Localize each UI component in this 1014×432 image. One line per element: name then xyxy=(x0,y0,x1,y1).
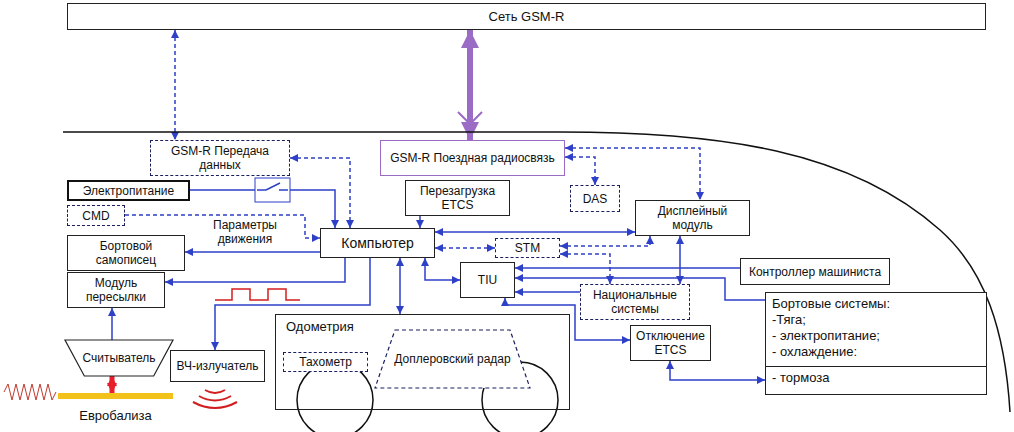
node-title: Тахометр xyxy=(299,355,352,369)
balise-bar xyxy=(58,393,173,399)
das-box: DAS xyxy=(570,185,620,212)
connector-arrow xyxy=(670,361,765,380)
data-radio-box: GSM-R Передача данных xyxy=(150,140,290,176)
connector-arrow xyxy=(174,30,176,140)
node-title: Модуль пересылки xyxy=(73,276,159,304)
recorder-box: Бортовой самописец xyxy=(67,235,185,271)
voice-radio-box: GSM-R Поездная радиосвязь xyxy=(380,140,565,176)
node-title: Бортовой самописец xyxy=(73,239,179,267)
emitter-box: ВЧ-излучатель xyxy=(170,350,265,382)
trapezoid-outline xyxy=(65,340,173,376)
reader-shape: Считыватель xyxy=(65,340,173,376)
connector-arrow xyxy=(565,157,595,185)
connector-arrow xyxy=(165,258,345,282)
node-title: GSM-R Передача данных xyxy=(156,144,284,172)
node-title: Перезагрузка ETCS xyxy=(411,184,504,212)
radar-shape: Доплеровский радар xyxy=(375,330,530,388)
connector-arrow xyxy=(515,267,740,269)
node-title: ВЧ-излучатель xyxy=(176,359,258,373)
power-box: Электропитание xyxy=(67,180,190,201)
node-text: - охлаждение: xyxy=(772,344,980,360)
balise-bar: Евробализа xyxy=(58,393,173,425)
connector-arrow xyxy=(560,254,610,284)
node-title: Сеть GSM-R xyxy=(489,9,565,25)
odometry-group: ОдометрияТахометр Доплеровский радар xyxy=(275,314,570,410)
stm-box: STM xyxy=(495,238,560,258)
connector-arrow xyxy=(679,236,681,284)
connector-arrow xyxy=(435,247,495,249)
connector-arrow xyxy=(399,258,401,314)
node-title: Дисплейный модуль xyxy=(641,204,744,232)
switch-symbol xyxy=(255,178,290,202)
rf-waves xyxy=(193,390,237,408)
cmd-box: CMD xyxy=(67,205,125,226)
connector-arrow xyxy=(111,308,113,340)
connector-arrow xyxy=(515,291,580,293)
connector-arrow xyxy=(435,231,635,233)
node-title: Контроллер машиниста xyxy=(749,265,881,279)
pulse-signal xyxy=(215,289,300,300)
node-title: GSM-R Поездная радиосвязь xyxy=(390,151,555,165)
trapezoid-outline xyxy=(375,330,530,388)
computer-box: Компьютер xyxy=(320,228,435,258)
reset-box: Перезагрузка ETCS xyxy=(405,180,510,216)
node-title: Электропитание xyxy=(83,184,174,198)
node-title: Евробализа xyxy=(79,408,151,424)
isolation-box: Отключение ETCS xyxy=(630,325,711,361)
connector-arrow xyxy=(560,236,650,246)
node-title: STM xyxy=(515,241,540,255)
wheel xyxy=(297,362,373,432)
node-title: Компьютер xyxy=(341,235,413,252)
connector-arrow xyxy=(419,216,421,228)
node-text: - тормоза xyxy=(766,366,986,386)
antenna-symbol xyxy=(458,112,482,124)
tiu-box: TIU xyxy=(460,262,515,298)
node-title: Бортовые системы: xyxy=(772,296,980,312)
node-text: -Тяга; xyxy=(772,312,980,328)
controller-box: Контроллер машиниста xyxy=(740,258,890,285)
train-outline xyxy=(63,132,1010,412)
connector-arrow xyxy=(185,251,320,253)
network-band: Сеть GSM-R xyxy=(67,3,986,30)
signal-wave xyxy=(4,384,56,400)
node-title: CMD xyxy=(82,209,109,223)
node-title: Доплеровский радар xyxy=(394,352,510,366)
connector-arrow xyxy=(425,258,460,280)
node-title: Одометрия xyxy=(286,319,354,335)
display-box: Дисплейный модуль xyxy=(635,200,750,236)
onboard-systems-box: Бортовые системы:-Тяга;- электропитание;… xyxy=(765,292,987,395)
node-title: TIU xyxy=(478,273,497,287)
national-box: Национальные системы xyxy=(580,284,690,320)
node-title: Национальные системы xyxy=(586,288,684,316)
signal-label: Параметры движения xyxy=(195,218,295,246)
transfer-box: Модуль пересылки xyxy=(67,272,165,308)
connector-arrow xyxy=(290,158,350,228)
node-title: DAS xyxy=(583,192,608,206)
node-text: - электропитание; xyxy=(772,328,980,344)
connector-arrow xyxy=(110,376,115,393)
node-title: Считыватель xyxy=(82,351,155,365)
node-title: Отключение ETCS xyxy=(636,329,705,357)
connector-arrow xyxy=(215,258,370,350)
tachometer-box: Тахометр xyxy=(283,352,368,372)
